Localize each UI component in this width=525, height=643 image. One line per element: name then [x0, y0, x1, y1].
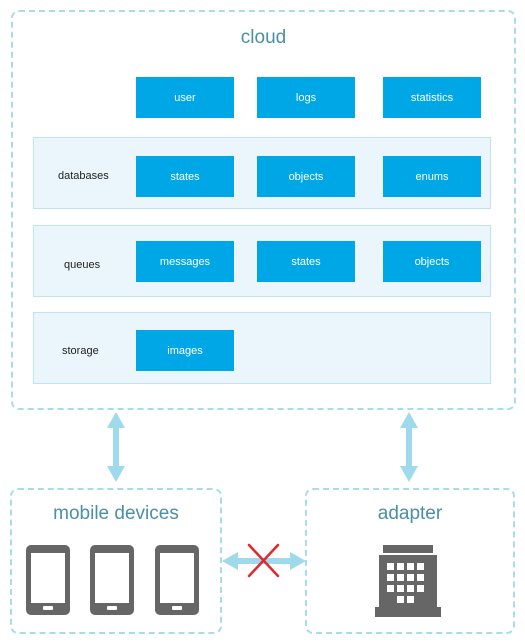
databases-label: databases — [58, 170, 109, 182]
mobile-phone-icon — [25, 544, 71, 616]
storage-label: storage — [62, 345, 99, 357]
queues-item-states: states — [257, 241, 355, 282]
databases-item-enums: enums — [383, 156, 481, 197]
cloud-container — [11, 10, 516, 410]
building-icon — [375, 545, 441, 617]
mobile-phone-icon — [89, 544, 135, 616]
cloud-adapter-arrow — [400, 412, 418, 482]
storage-item-images: images — [136, 330, 234, 371]
queues-label: queues — [64, 259, 101, 271]
mobile-devices-container — [10, 488, 222, 634]
queues-item-messages: messages — [136, 241, 234, 282]
databases-item-states: states — [136, 156, 234, 197]
mobile-phone-icon — [154, 544, 200, 616]
cloud-title: cloud — [240, 27, 287, 48]
databases-item-objects: objects — [257, 156, 355, 197]
storage-row — [33, 312, 491, 384]
mobile-devices-title: mobile devices — [53, 503, 179, 524]
cloud-mobile-arrow — [107, 412, 125, 482]
cloud-item-user: user — [136, 77, 234, 118]
blocked-x-icon — [247, 543, 280, 578]
cloud-item-statistics: statistics — [383, 77, 481, 118]
cloud-item-logs: logs — [257, 77, 355, 118]
queues-item-objects: objects — [383, 241, 481, 282]
adapter-title: adapter — [377, 503, 443, 524]
